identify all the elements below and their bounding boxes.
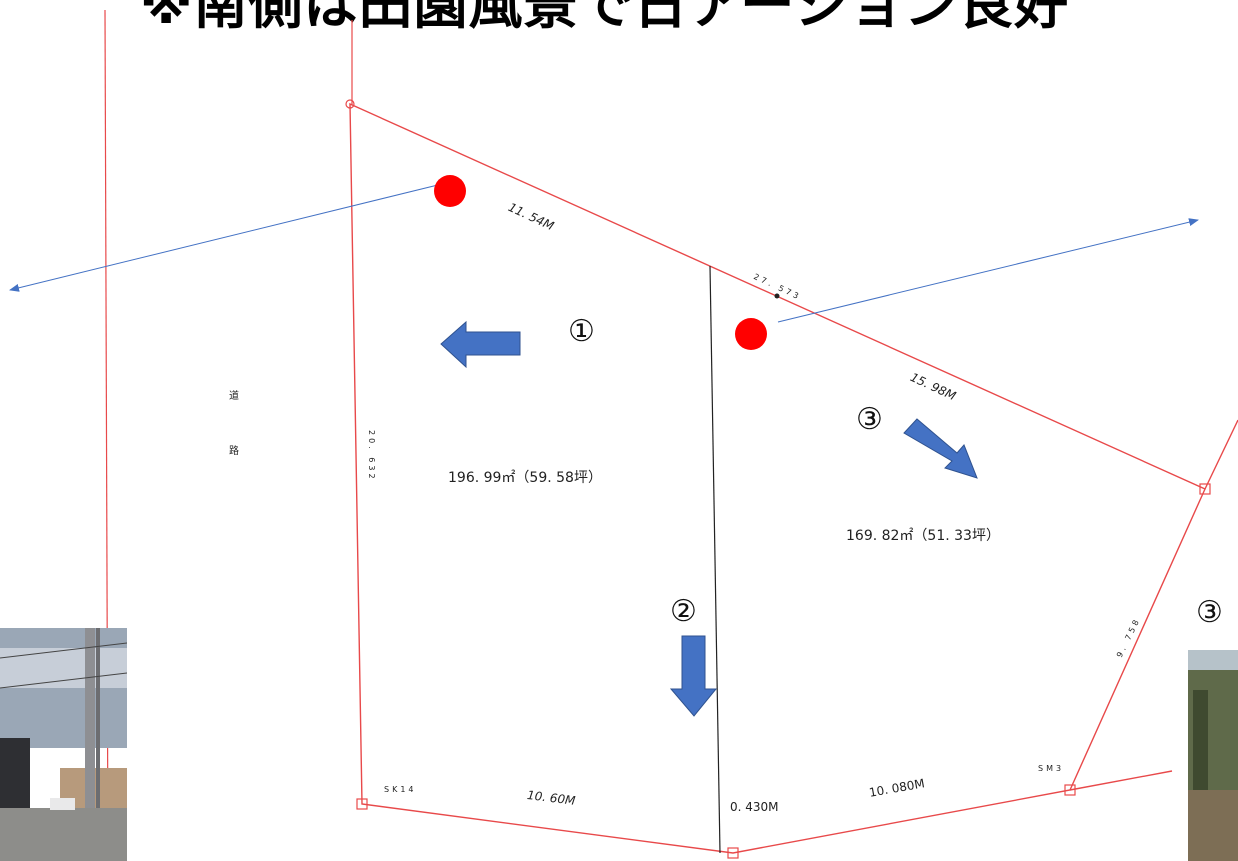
- road-label-2: 路: [229, 446, 239, 457]
- marker-2: ②: [670, 594, 697, 629]
- street-photo: [0, 628, 127, 861]
- lot-boundary: [349, 102, 1206, 854]
- dim-bottom-mid: 0. 430M: [730, 800, 779, 814]
- corner-point: [345, 99, 355, 109]
- page-title: ※南側は田園風景で日アーション良好: [140, 0, 1070, 36]
- corner-label-right: SM3: [1038, 764, 1065, 773]
- lot-divider: [709, 265, 721, 854]
- road-label-1: 道: [229, 391, 239, 402]
- boundary-point: [774, 293, 780, 299]
- corner-label-left: SK14: [384, 785, 417, 794]
- field-photo: [1188, 650, 1238, 861]
- direction-arrow-downright: [903, 418, 978, 479]
- direction-arrow-down: [669, 635, 718, 717]
- lot-area-right: 169. 82㎡（51. 33坪）: [846, 528, 1000, 544]
- boundary-extension-right: [1204, 419, 1238, 490]
- corner-point: [1199, 483, 1211, 495]
- corner-point: [727, 847, 739, 859]
- corner-point: [356, 798, 368, 810]
- direction-arrow-left: [440, 320, 521, 369]
- marker-3: ③: [856, 402, 883, 437]
- dim-left-side: 20. 632: [367, 430, 376, 482]
- lot-area-left: 196. 99㎡（59. 58坪）: [448, 470, 602, 486]
- sightline-right: [777, 218, 1199, 323]
- marker-1: ①: [568, 314, 595, 349]
- sightline-left: [9, 181, 451, 292]
- marker-3-photo: ③: [1196, 595, 1223, 630]
- boundary-extension-bottom: [1069, 770, 1173, 791]
- viewpoint-dot: [735, 318, 767, 350]
- corner-point: [1064, 784, 1076, 796]
- viewpoint-dot: [434, 175, 466, 207]
